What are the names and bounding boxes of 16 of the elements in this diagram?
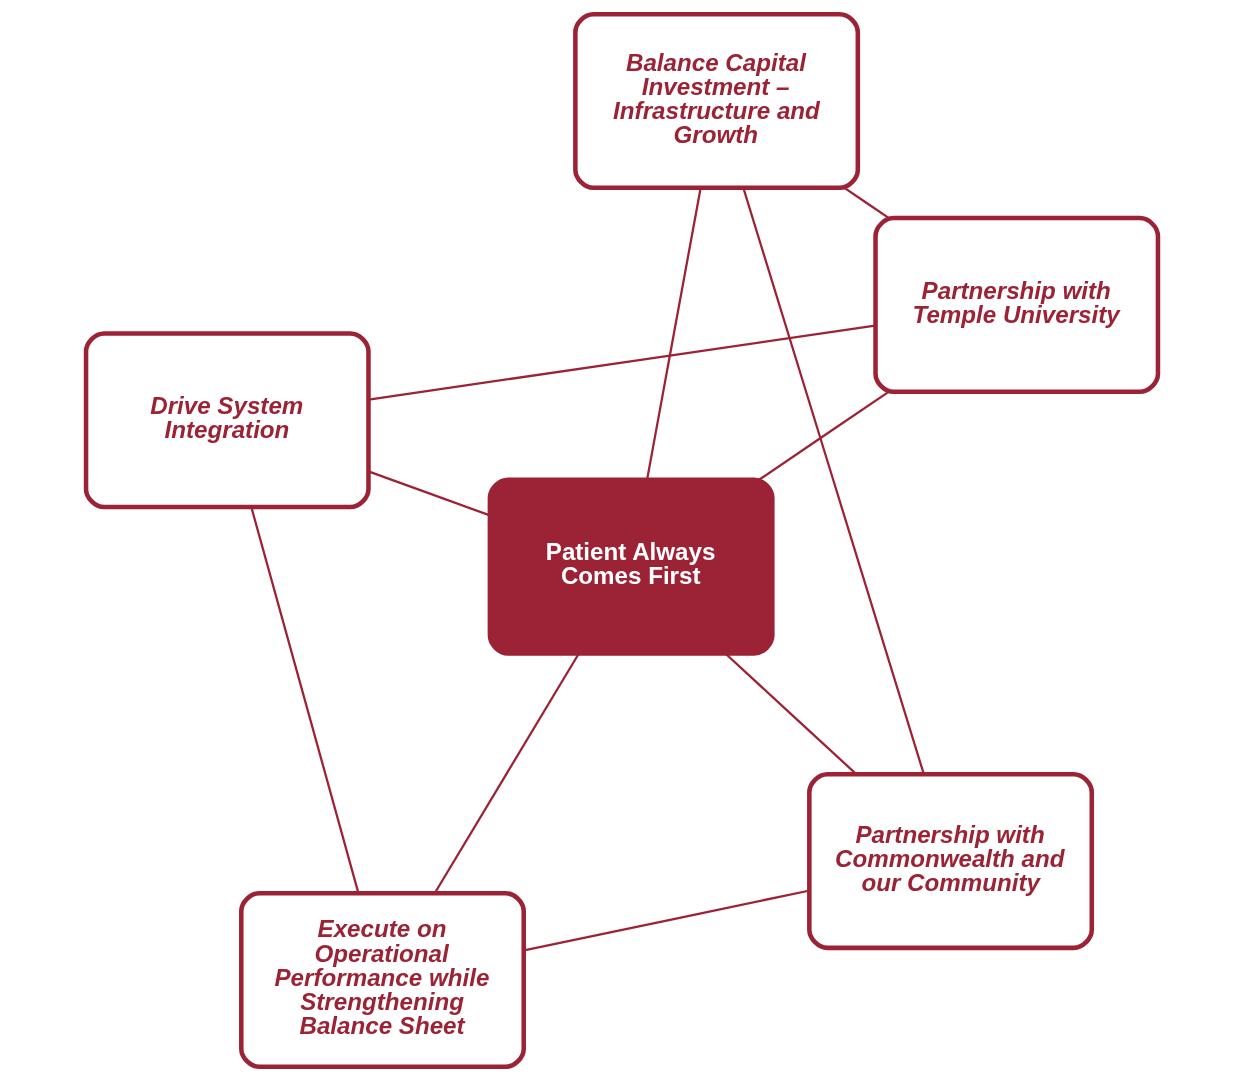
- connector: [250, 507, 360, 894]
- connector: [646, 187, 702, 480]
- node-box: Partnership with Commonwealth and our Community: [807, 771, 1095, 951]
- connector: [523, 889, 809, 952]
- connector: [742, 187, 925, 775]
- node-box: Execute on Operational Performance while Strengthening Balance Sheet: [239, 890, 526, 1070]
- connector: [433, 653, 580, 894]
- connector: [844, 187, 890, 219]
- node-box: Patient Always Comes First: [487, 477, 775, 656]
- node-box: Drive System Integration: [83, 331, 371, 510]
- connector: [368, 324, 876, 401]
- connector: [724, 652, 857, 775]
- connector: [368, 470, 491, 517]
- node-box: Balance Capital Investment – Infrastructure and Growth: [573, 11, 861, 191]
- node-box: Partnership with Temple University: [873, 215, 1161, 395]
- connector: [758, 391, 889, 481]
